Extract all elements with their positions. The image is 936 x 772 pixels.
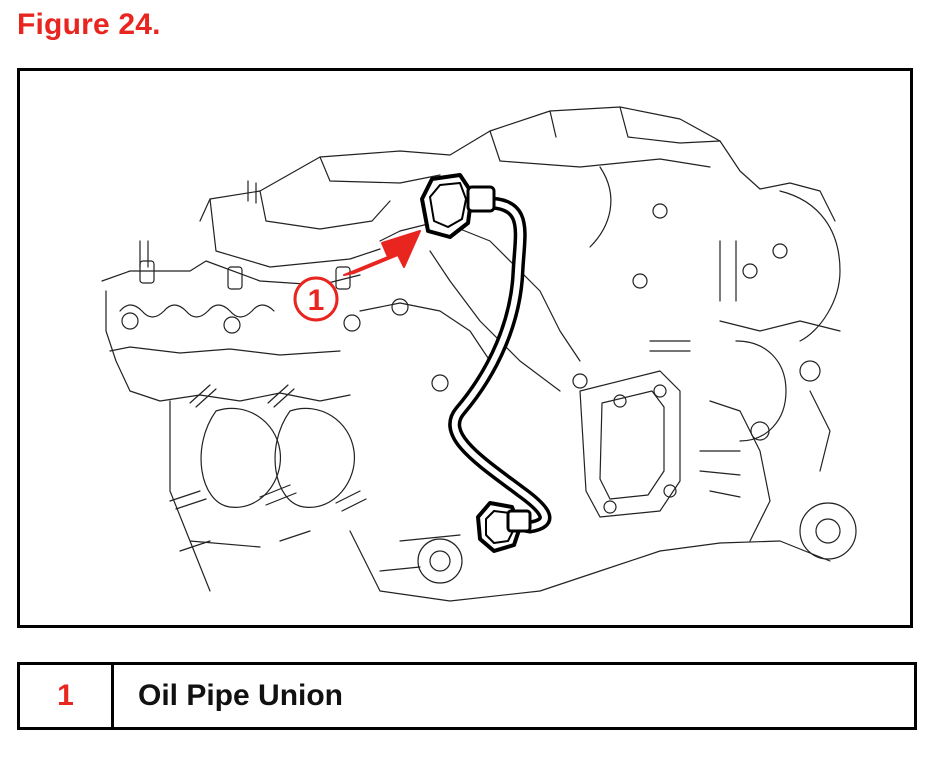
callout-marker-1: 1 (293, 276, 339, 322)
lower-union-bolt (476, 501, 532, 553)
callout-arrow (343, 230, 421, 276)
legend-table: 1 Oil Pipe Union (17, 662, 917, 730)
upper-union-bolt (420, 173, 496, 239)
figure-title: Figure 24. (17, 8, 161, 41)
legend-number: 1 (20, 665, 114, 727)
engine-block-line-art (101, 106, 857, 602)
engine-illustration: 1 (101, 106, 857, 602)
figure-frame: 1 (17, 68, 913, 628)
callout-number: 1 (308, 284, 325, 317)
legend-label: Oil Pipe Union (138, 679, 344, 712)
oil-pipe (448, 196, 552, 534)
